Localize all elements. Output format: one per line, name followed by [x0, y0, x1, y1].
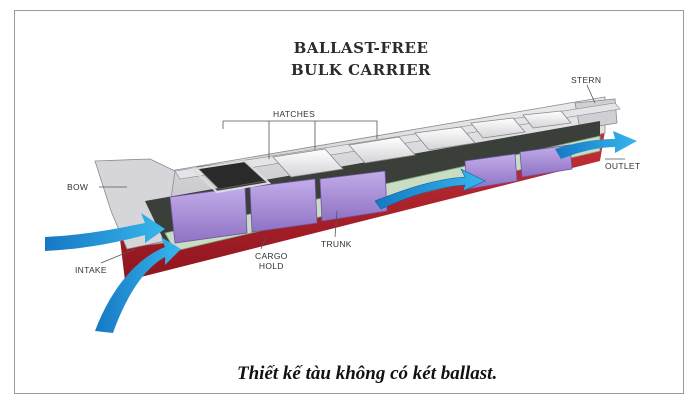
hatch-6: [522, 110, 572, 129]
leader-cargo: [260, 234, 268, 250]
cargo-hold-3: [319, 170, 388, 222]
hatches-group: [190, 110, 572, 194]
hatch-3: [348, 136, 416, 164]
label-hatches: HATCHES: [273, 109, 316, 119]
leader-hatches: [222, 120, 378, 159]
hatch-2: [272, 148, 344, 178]
title-line-1: BALLAST-FREE: [293, 39, 429, 57]
leader-trunk: [334, 210, 338, 238]
caption: Thiết kế tàu không có két ballast.: [237, 363, 498, 384]
outlet-arrow: [555, 131, 637, 159]
label-bow: BOW: [67, 182, 89, 192]
label-stern: STERN: [571, 75, 602, 85]
title-line-2: BULK CARRIER: [291, 61, 431, 79]
hatch-1-rim: [190, 159, 272, 194]
intake-arrow-lower: [95, 237, 181, 333]
hatch-4: [414, 126, 476, 151]
inner-flow-arrow: [374, 168, 486, 210]
cargo-hold-1: [169, 186, 248, 244]
label-trunk: TRUNK: [321, 239, 352, 249]
cargo-hold-2: [249, 178, 318, 233]
label-cargo-hold-line-2: HOLD: [258, 261, 284, 271]
ship-diagram: [45, 84, 637, 333]
label-intake: INTAKE: [75, 265, 107, 275]
label-outlet: OUTLET: [605, 161, 641, 171]
label-cargo-hold-line-1: CARGO: [255, 251, 288, 261]
label-cargo-hold: CARGO HOLD: [255, 251, 288, 271]
leader-intake: [100, 248, 136, 264]
hatch-5: [470, 117, 526, 139]
diagram-frame: BALLAST-FREE BULK CARRIER STERN HATCHES …: [14, 10, 684, 394]
intake-arrow-upper: [45, 213, 165, 251]
leader-stern: [586, 84, 596, 104]
